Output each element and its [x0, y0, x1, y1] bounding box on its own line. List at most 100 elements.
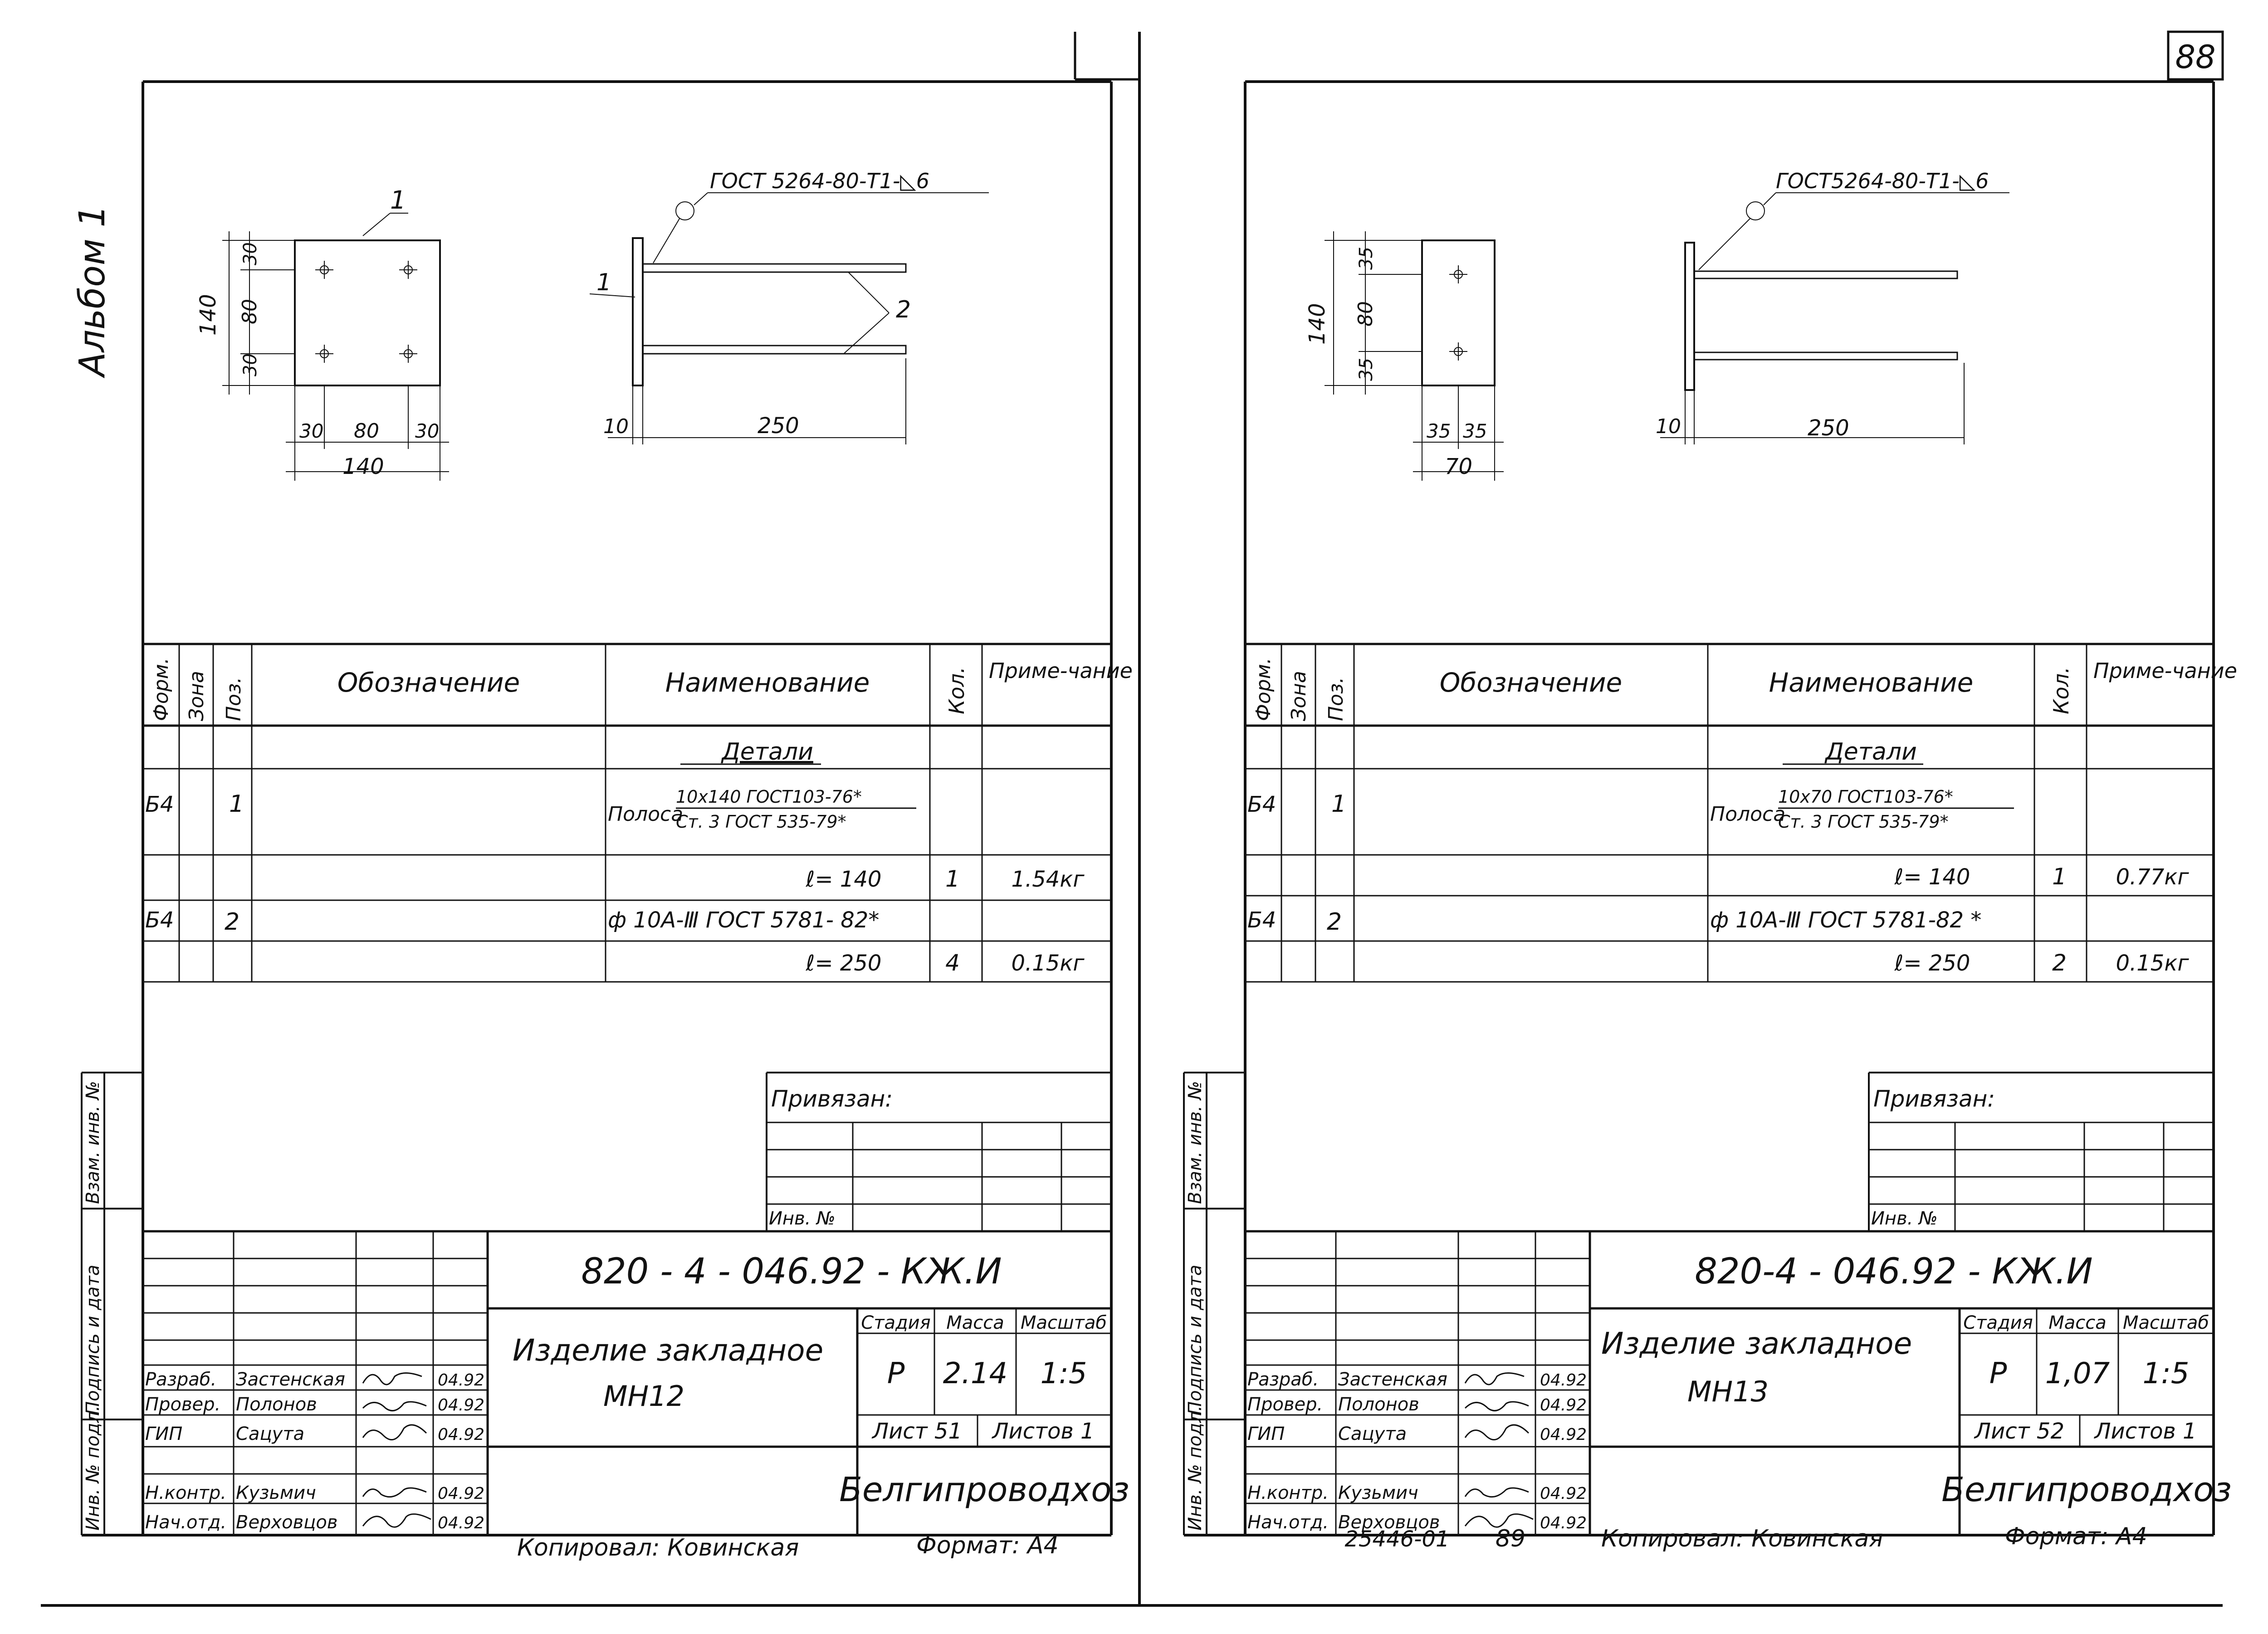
row4-qty: 2	[2052, 950, 2067, 976]
dim-h3: 30	[415, 420, 439, 442]
name-developer: Застенская	[1338, 1369, 1447, 1390]
role-developer: Разраб.	[145, 1369, 216, 1390]
sheet-right: 140 35 80 35 35 35 70 ГОСТ5264-80-Т	[1183, 80, 2237, 1552]
sheet-left: 1 140 30 80 30 30 80 30 140	[81, 80, 1133, 1561]
row3-pos: 2	[225, 908, 240, 936]
row1-name-den: Ст. 3 ГОСТ 535-79*	[676, 812, 846, 832]
mass-label: Масса	[2048, 1312, 2107, 1333]
row1-name-num: 10х140 ГОСТ103-76*	[676, 787, 862, 807]
row1-name-num: 10х70 ГОСТ103-76*	[1778, 787, 1953, 807]
row1-pos: 1	[1331, 790, 1346, 818]
dim-h2: 80	[354, 419, 379, 443]
section-title: Детали	[721, 738, 813, 766]
row3-name: ф 10А-Ⅲ ГОСТ 5781- 82*	[608, 907, 879, 933]
spec-table: Форм. Зона Поз. Обозначение Наименование…	[143, 643, 1133, 983]
row1-pos: 1	[229, 790, 244, 818]
header-note: Приме-чание	[2093, 658, 2237, 683]
binding-inv: Инв. №	[769, 1208, 836, 1229]
header-designation: Обозначение	[337, 667, 520, 698]
mass-value: 1,07	[2045, 1357, 2110, 1390]
name-chief-engineer: Сацута	[1338, 1424, 1407, 1444]
date-checker: 04.92	[1540, 1396, 1587, 1415]
row2-qty: 1	[945, 866, 960, 892]
row3-format: Б4	[145, 907, 174, 933]
role-chief-engineer: ГИП	[1247, 1424, 1285, 1444]
side-inv-label: Инв. № подл.	[83, 1405, 103, 1531]
outer-frame	[41, 30, 2224, 1607]
section-title: Детали	[1824, 738, 1917, 766]
row4-qty: 4	[945, 950, 960, 976]
date-chief-engineer: 04.92	[1540, 1425, 1587, 1444]
header-zone: Зона	[185, 671, 208, 721]
signatures	[1464, 1372, 1534, 1528]
dim-v2: 80	[238, 299, 261, 324]
row3-name: ф 10А-Ⅲ ГОСТ 5781-82 *	[1710, 907, 1981, 933]
dim-thickness: 10	[1656, 415, 1681, 438]
doc-code: 820 - 4 - 046.92 - КЖ.И	[581, 1251, 1002, 1292]
stage-value: Р	[887, 1357, 905, 1390]
weld-callout: ГОСТ 5264-80-Т1-◺6	[710, 169, 929, 193]
row1-name-prefix: Полоса	[608, 803, 683, 826]
header-name: Наименование	[1769, 667, 1974, 698]
item-mark: МН13	[1687, 1375, 1769, 1408]
signatures	[362, 1372, 431, 1528]
binding-inv: Инв. №	[1871, 1208, 1938, 1229]
dim-v1: 35	[1356, 247, 1377, 270]
name-dept-head: Верховцов	[1338, 1512, 1440, 1533]
row2-name: ℓ= 140	[1894, 864, 1970, 890]
row2-qty: 1	[2052, 863, 2067, 890]
name-dept-head: Верховцов	[236, 1512, 337, 1533]
name-developer: Застенская	[236, 1369, 345, 1390]
organization: Белгипроводхоз	[1941, 1470, 2232, 1509]
mass-value: 2.14	[943, 1357, 1008, 1390]
header-pos: Поз.	[222, 677, 245, 721]
row4-note: 0.15кг	[2116, 951, 2189, 976]
dim-v1: 30	[240, 242, 261, 265]
plate-front-view: 140 35 80 35 35 35 70	[1305, 231, 1504, 481]
sheet-number: Лист 52	[1974, 1419, 2064, 1444]
dim-v3: 30	[240, 353, 261, 376]
row4-note: 0.15кг	[1011, 951, 1085, 976]
row4-name: ℓ= 250	[1894, 951, 1970, 976]
scale-value: 1:5	[1041, 1357, 1087, 1390]
scale-label: Масштаб	[2123, 1312, 2209, 1333]
dim-plate-height: 140	[196, 294, 221, 336]
date-norm-control: 04.92	[1540, 1484, 1587, 1503]
format-label: Формат: А4	[916, 1532, 1059, 1559]
binding-block: Привязан: Инв. №	[1868, 1072, 2214, 1231]
album-label: Альбом 1	[72, 205, 113, 379]
dim-plate-height: 140	[1305, 303, 1330, 345]
side-replace-label: Взам. инв. №	[1185, 1081, 1206, 1204]
header-format: Форм.	[150, 658, 173, 721]
dim-plate-width: 140	[342, 454, 384, 479]
date-developer: 04.92	[438, 1371, 484, 1390]
dim-thickness: 10	[603, 415, 629, 438]
side-sign-label: Подпись и дата	[1185, 1265, 1206, 1415]
name-norm-control: Кузьмич	[1338, 1483, 1418, 1503]
role-norm-control: Н.контр.	[145, 1483, 226, 1503]
mass-label: Масса	[946, 1312, 1004, 1333]
side-replace-label: Взам. инв. №	[83, 1081, 103, 1204]
binding-title: Привязан:	[771, 1086, 893, 1112]
binding-title: Привязан:	[1873, 1086, 1995, 1112]
item-name: Изделие закладное	[1601, 1326, 1912, 1361]
dim-rod-length: 250	[758, 413, 799, 439]
copied-by: Копировал: Ковинская	[1601, 1525, 1883, 1552]
header-format: Форм.	[1252, 658, 1275, 721]
copied-by: Копировал: Ковинская	[517, 1534, 799, 1561]
sheets-total: Листов 1	[2093, 1419, 2196, 1444]
role-chief-engineer: ГИП	[145, 1424, 182, 1444]
side-part2-label: 2	[896, 296, 911, 323]
side-sign-label: Подпись и дата	[83, 1265, 103, 1415]
organization: Белгипроводхоз	[839, 1470, 1129, 1509]
header-designation: Обозначение	[1440, 667, 1622, 698]
stage-label: Стадия	[1963, 1312, 2033, 1333]
header-pos: Поз.	[1325, 677, 1348, 721]
name-checker: Полонов	[236, 1394, 317, 1415]
row3-format: Б4	[1247, 907, 1276, 933]
name-checker: Полонов	[1338, 1394, 1419, 1415]
dim-plate-width: 70	[1445, 454, 1472, 479]
bottom-ref-number: 25446-01	[1344, 1527, 1449, 1552]
side-view: ГОСТ 5264-80-Т1-◺6 1 2 10 250	[589, 169, 989, 444]
